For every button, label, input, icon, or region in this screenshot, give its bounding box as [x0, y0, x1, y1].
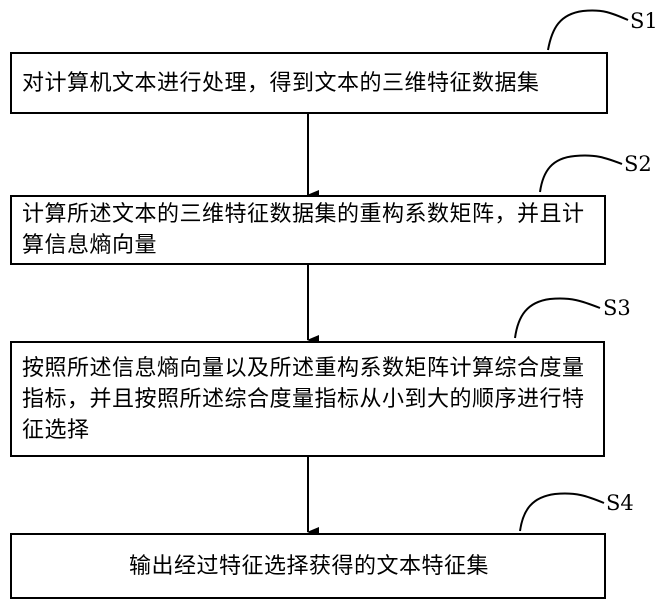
- step-box-s2: 计算所述文本的三维特征数据集的重构系数矩阵，并且计算信息熵向量: [10, 195, 606, 265]
- step-label-s4: S4: [606, 491, 634, 515]
- leader-line-s2: [540, 155, 622, 192]
- step-text-s3: 按照所述信息熵向量以及所述重构系数矩阵计算综合度量指标，并且按照所述综合度量指标…: [12, 353, 603, 446]
- step-box-s3: 按照所述信息熵向量以及所述重构系数矩阵计算综合度量指标，并且按照所述综合度量指标…: [10, 341, 605, 457]
- step-text-s2: 计算所述文本的三维特征数据集的重构系数矩阵，并且计算信息熵向量: [12, 199, 604, 261]
- step-label-s3: S3: [603, 296, 631, 320]
- step-text-s4: 输出经过特征选择获得的文本特征集: [12, 551, 604, 582]
- step-box-s4: 输出经过特征选择获得的文本特征集: [10, 533, 606, 599]
- step-box-s1: 对计算机文本进行处理，得到文本的三维特征数据集: [10, 52, 608, 114]
- step-label-s2: S2: [624, 152, 652, 176]
- step-text-s1: 对计算机文本进行处理，得到文本的三维特征数据集: [12, 68, 548, 99]
- leader-line-s3: [515, 298, 600, 338]
- leader-line-s4: [520, 493, 604, 531]
- leader-line-s1: [548, 10, 628, 50]
- step-label-s1: S1: [630, 9, 658, 33]
